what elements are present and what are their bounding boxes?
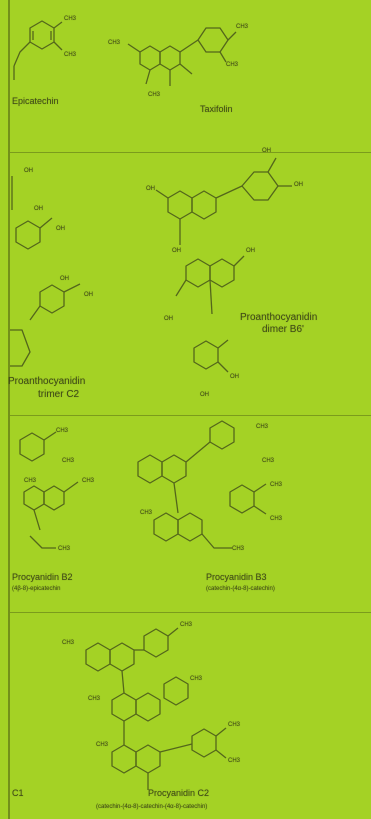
compound-name: dimer B6' [262,324,304,335]
group-label: CH3 [88,696,101,702]
group-label: CH3 [226,62,239,68]
group-label: CH3 [256,424,269,430]
group-label: OH [294,182,303,188]
group-label: CH3 [56,428,69,434]
group-label: CH3 [148,92,161,98]
group-label: CH3 [140,510,153,516]
compound-name: Epicatechin [12,96,59,106]
group-label: CH3 [232,546,245,552]
compound-name: Procyanidin B3 [206,572,267,582]
compound-name: Proanthocyanidin [240,312,318,323]
group-label: CH3 [24,478,37,484]
dimer-b6-structure [155,157,292,373]
group-label: CH3 [58,546,71,552]
section-divider-mid [10,415,371,416]
group-label: CH3 [270,516,283,522]
group-label: OH [34,206,43,212]
taxifolin-structure [127,27,237,86]
compound-name: C1 [12,788,24,798]
group-label: CH3 [236,24,249,30]
group-label: CH3 [228,758,241,764]
group-label: CH3 [62,640,75,646]
trimer-c2-structure [10,176,81,367]
group-label: CH3 [270,482,283,488]
group-label: OH [84,292,93,298]
group-label: OH [246,248,255,254]
compound-description: (catechin-(4α-8)-catechin) [206,586,275,592]
section-divider-lower [10,612,371,613]
section-divider-top [10,152,371,153]
procyanidin-c2-structure [85,627,227,790]
group-label: OH [146,186,155,192]
group-label: CH3 [190,676,203,682]
left-margin-rule [8,0,10,819]
compound-name: Proanthocyanidin [8,376,86,387]
group-label: OH [200,392,209,398]
group-label: CH3 [82,478,95,484]
group-label: CH3 [108,40,121,46]
group-label: OH [262,148,271,154]
group-label: CH3 [64,16,77,22]
procyanidin-b3-structure [137,420,267,549]
compound-description: (4β-8)-epicatechin [12,586,61,592]
compound-description: (catechin-(4α-8)-catechin-(4α-8)-catechi… [96,804,208,810]
compound-name: Procyanidin C2 [148,788,210,798]
group-label: CH3 [64,52,77,58]
group-label: OH [56,226,65,232]
epicatechin-structure [13,20,63,80]
compound-name: Taxifolin [200,104,233,114]
group-label: OH [60,276,69,282]
group-label: OH [24,168,33,174]
compound-name: trimer C2 [38,389,80,400]
group-label: CH3 [228,722,241,728]
group-label: CH3 [262,458,275,464]
compound-name: Procyanidin B2 [12,572,73,582]
procyanidin-b2-structure [19,431,79,549]
group-label: OH [230,374,239,380]
group-label: OH [164,316,173,322]
group-label: CH3 [62,458,75,464]
group-label: CH3 [180,622,193,628]
group-label: CH3 [96,742,109,748]
group-label: OH [172,248,181,254]
